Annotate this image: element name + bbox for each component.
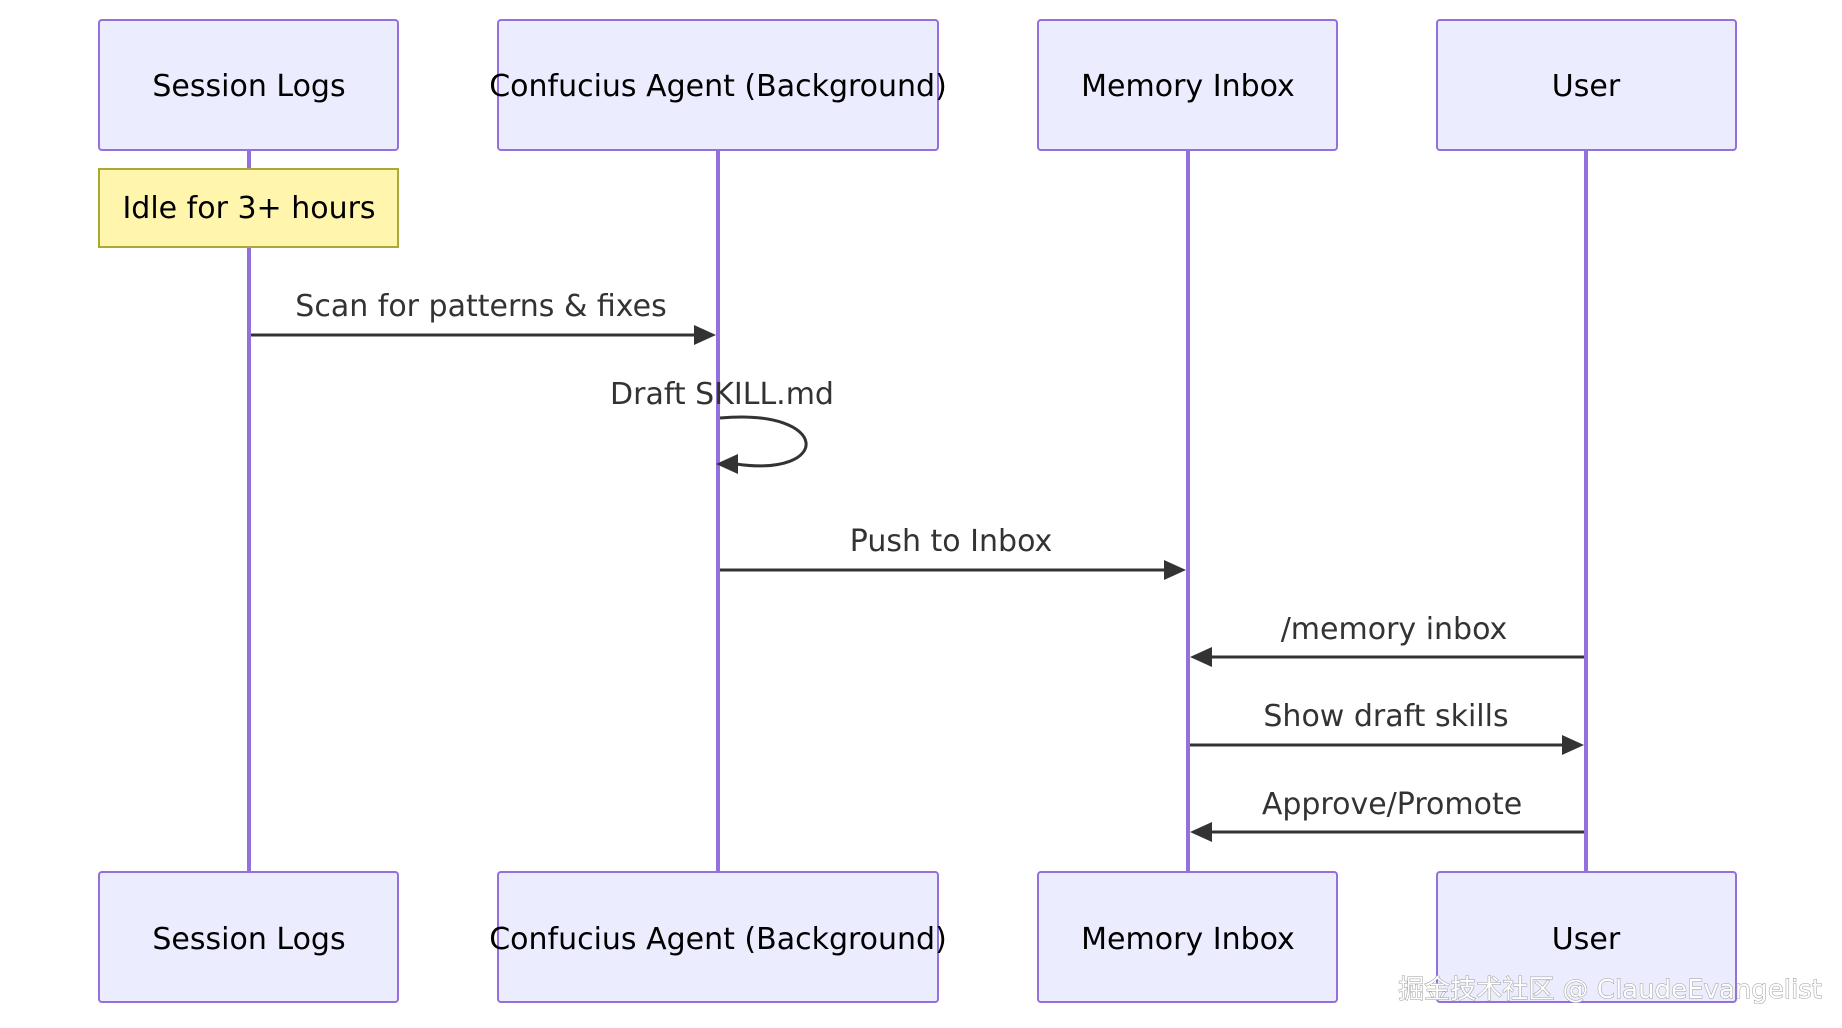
note-idle: Idle for 3+ hours xyxy=(98,168,399,248)
message-label: Approve/Promote xyxy=(1262,787,1522,822)
participant-label: Memory Inbox xyxy=(1081,922,1295,957)
message-approve-promote: Approve/Promote xyxy=(1190,787,1584,842)
note-text: Idle for 3+ hours xyxy=(122,191,375,226)
arrow-head-left xyxy=(716,454,738,474)
arrow-head-right xyxy=(694,325,716,345)
message-show-draft-skills: Show draft skills xyxy=(1190,699,1584,755)
message-push-to-inbox: Push to Inbox xyxy=(720,524,1186,580)
message-label: Draft SKILL.md xyxy=(610,377,834,412)
participant-label: Memory Inbox xyxy=(1081,69,1295,104)
participant-label: Session Logs xyxy=(152,69,345,104)
participant-label: User xyxy=(1552,69,1621,104)
watermark-text: 掘金技术社区 @ ClaudeEvangelist xyxy=(1398,975,1822,1005)
message-label: Scan for patterns & fixes xyxy=(295,289,666,324)
participant-label: Confucius Agent (Background) xyxy=(489,69,947,104)
message-label: Push to Inbox xyxy=(850,524,1053,559)
participant-label: User xyxy=(1552,922,1621,957)
participant-user-bottom: User xyxy=(1436,871,1737,1003)
participant-memory-inbox-top: Memory Inbox xyxy=(1037,19,1338,151)
message-scan-for-patterns: Scan for patterns & fixes xyxy=(251,289,716,345)
message-label: /memory inbox xyxy=(1281,612,1508,647)
message-memory-inbox-command: /memory inbox xyxy=(1190,612,1584,667)
arrow-head-right xyxy=(1164,560,1186,580)
participant-session-logs-top: Session Logs xyxy=(98,19,399,151)
participant-user-top: User xyxy=(1436,19,1737,151)
participant-session-logs-bottom: Session Logs xyxy=(98,871,399,1003)
message-label: Show draft skills xyxy=(1263,699,1508,734)
arrow-head-left xyxy=(1190,647,1212,667)
arrow-head-right xyxy=(1562,735,1584,755)
message-draft-skill: Draft SKILL.md xyxy=(610,377,834,474)
participant-confucius-agent-top: Confucius Agent (Background) xyxy=(489,19,947,151)
arrow-head-left xyxy=(1190,822,1212,842)
participant-memory-inbox-bottom: Memory Inbox xyxy=(1037,871,1338,1003)
participant-label: Session Logs xyxy=(152,922,345,957)
participant-label: Confucius Agent (Background) xyxy=(489,922,947,957)
participant-confucius-agent-bottom: Confucius Agent (Background) xyxy=(489,871,947,1003)
